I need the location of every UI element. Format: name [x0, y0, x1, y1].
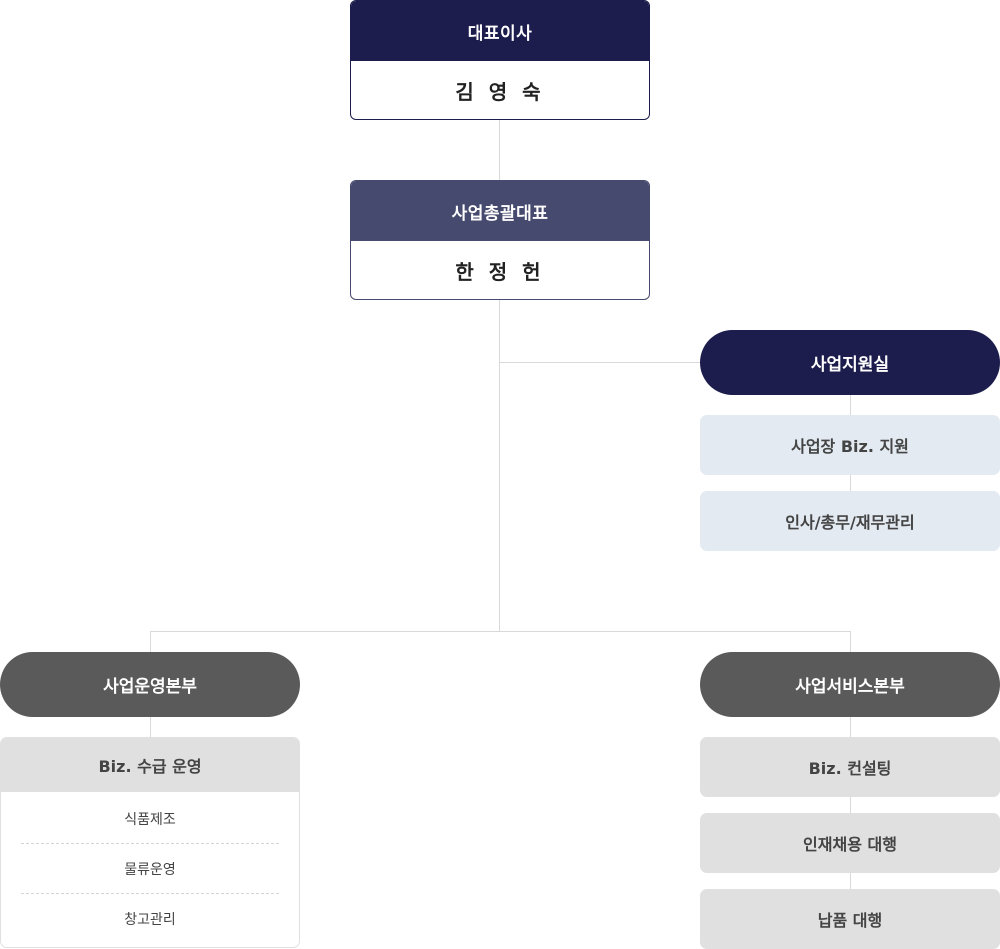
ceo-name: 김 영 숙	[455, 79, 545, 104]
operations-division-node: 사업운영본부	[0, 652, 300, 717]
operations-group: Biz. 수급 운영 식품제조 물류운영 창고관리	[0, 737, 300, 948]
operations-group-title: Biz. 수급 운영	[1, 738, 299, 792]
connector-ceo-coo	[499, 119, 500, 180]
ceo-card: 대표이사 김 영 숙	[350, 0, 650, 120]
service-item-delivery: 납품 대행	[700, 889, 1000, 949]
coo-card: 사업총괄대표 한 정 헌	[350, 180, 650, 300]
support-item-biz-support: 사업장 Biz. 지원	[700, 415, 1000, 475]
operations-item-warehouse: 창고관리	[124, 912, 176, 928]
operations-item-food-manufacturing: 식품제조	[21, 794, 279, 844]
coo-name: 한 정 헌	[455, 259, 545, 284]
coo-title: 사업총괄대표	[351, 181, 649, 241]
connector-bottom-horizontal	[150, 631, 851, 632]
service-item-recruiting: 인재채용 대행	[700, 813, 1000, 873]
support-office-node: 사업지원실	[700, 330, 1000, 395]
operations-item-logistics: 물류운영	[21, 844, 279, 894]
connector-ops-group	[150, 716, 151, 738]
service-item-consulting: Biz. 컨설팅	[700, 737, 1000, 797]
connector-coo-trunk	[499, 299, 500, 631]
ceo-title: 대표이사	[351, 1, 649, 61]
support-item-hr-finance: 인사/총무/재무관리	[700, 491, 1000, 551]
connector-service-down	[850, 631, 851, 653]
connector-support-branch	[499, 362, 700, 363]
connector-ops-down	[150, 631, 151, 653]
service-division-node: 사업서비스본부	[700, 652, 1000, 717]
connector-service-items	[850, 716, 851, 890]
